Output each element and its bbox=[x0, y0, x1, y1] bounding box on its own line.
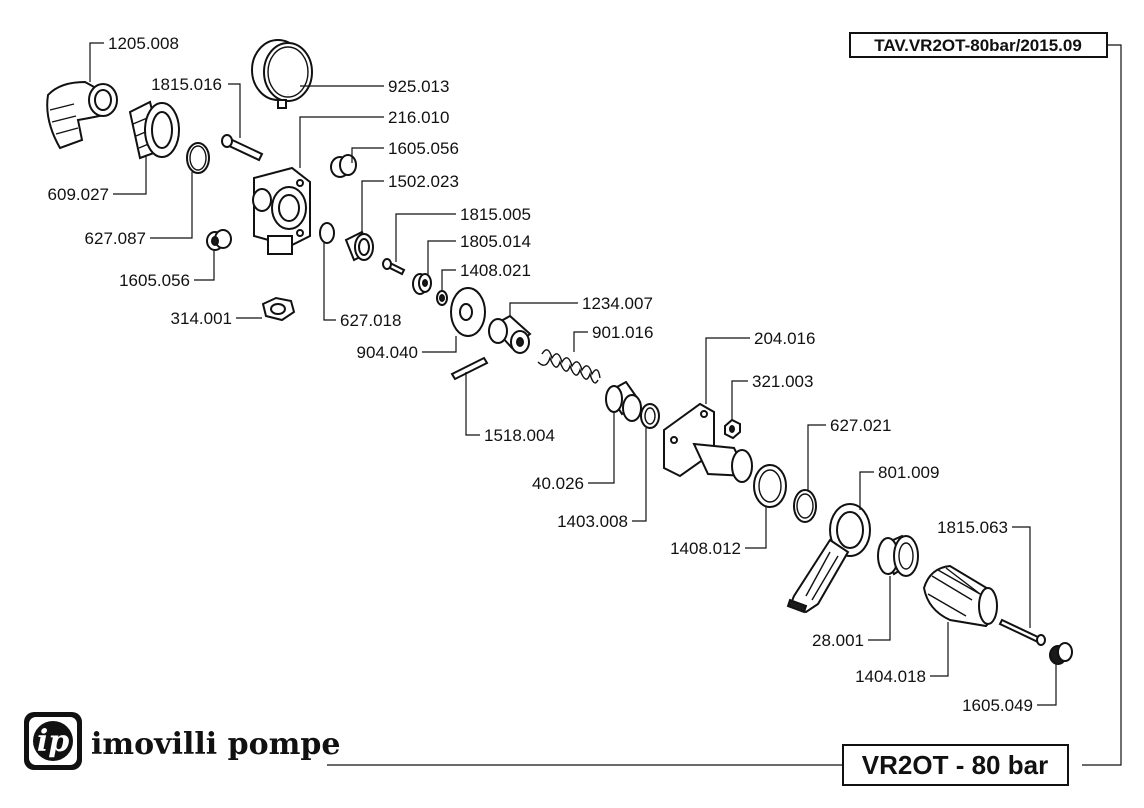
part-hex-nut bbox=[261, 296, 296, 322]
part-label: 627.087 bbox=[85, 229, 146, 248]
part-label: 925.013 bbox=[388, 77, 449, 96]
part-label: 627.021 bbox=[830, 416, 891, 435]
part-piston-1234007 bbox=[488, 314, 532, 354]
part-screw-1815063 bbox=[998, 618, 1046, 646]
part-plug-1605056-top bbox=[330, 154, 357, 178]
part-label: 904.040 bbox=[357, 343, 418, 362]
drawing-code-box: TAV.VR2OT-80bar/2015.09 bbox=[849, 32, 1108, 58]
part-label: 40.026 bbox=[532, 474, 584, 493]
part-label: 1408.021 bbox=[460, 261, 531, 280]
part-label: 901.016 bbox=[592, 323, 653, 342]
brand-name: imovilli pompe bbox=[91, 727, 340, 762]
part-oring-627087 bbox=[186, 142, 210, 174]
part-pin-1815016 bbox=[221, 134, 264, 162]
part-label: 1404.018 bbox=[855, 667, 926, 686]
part-threaded-nut bbox=[128, 100, 180, 160]
model-title-box: VR2OT - 80 bar bbox=[842, 744, 1069, 786]
part-label: 1502.023 bbox=[388, 172, 459, 191]
part-knob-1404018 bbox=[922, 564, 998, 628]
part-label: 801.009 bbox=[878, 463, 939, 482]
part-labels: 1205.008 1815.016 925.013 216.010 1605.0… bbox=[48, 34, 1033, 715]
part-label: 1234.007 bbox=[582, 294, 653, 313]
part-label: 1205.008 bbox=[108, 34, 179, 53]
part-label: 321.003 bbox=[752, 372, 813, 391]
part-label: 1605.049 bbox=[962, 696, 1033, 715]
part-label: 1805.014 bbox=[460, 232, 531, 251]
part-pressure-gauge bbox=[251, 39, 313, 109]
part-flange-204016 bbox=[663, 402, 753, 483]
part-ring-28001 bbox=[877, 534, 919, 577]
part-label: 627.018 bbox=[340, 311, 401, 330]
drawing-code: TAV.VR2OT-80bar/2015.09 bbox=[874, 36, 1082, 55]
part-label: 609.027 bbox=[48, 185, 109, 204]
part-screw-1815005 bbox=[382, 258, 406, 276]
part-label: 1605.056 bbox=[388, 139, 459, 158]
part-bushing-40026 bbox=[605, 380, 642, 422]
part-washer-1408021 bbox=[436, 290, 448, 306]
part-label: 1518.004 bbox=[484, 426, 555, 445]
part-label: 1605.056 bbox=[119, 271, 190, 290]
part-oring-627018 bbox=[319, 222, 335, 244]
part-seal-1805014 bbox=[412, 273, 432, 295]
model-title: VR2OT - 80 bar bbox=[862, 750, 1048, 780]
part-label: 314.001 bbox=[171, 309, 232, 328]
brand-logo: ip bbox=[24, 712, 82, 770]
part-plug-1605056-bottom bbox=[206, 229, 232, 251]
part-label: 216.010 bbox=[388, 108, 449, 127]
part-label: 204.016 bbox=[754, 329, 815, 348]
part-elbow-fitting bbox=[46, 80, 118, 150]
part-pin-1518004 bbox=[450, 356, 489, 381]
part-washer-1408012 bbox=[753, 464, 787, 508]
part-sleeve-1502023 bbox=[344, 230, 374, 262]
part-washer-1403008 bbox=[640, 403, 660, 429]
part-label: 1815.016 bbox=[151, 75, 222, 94]
part-disc-904040 bbox=[450, 287, 486, 337]
part-nut-321003 bbox=[724, 418, 741, 440]
part-label: 28.001 bbox=[812, 631, 864, 650]
part-label: 1408.012 bbox=[670, 539, 741, 558]
frame-line-right bbox=[1082, 44, 1122, 766]
leader-lines bbox=[89, 42, 1057, 706]
part-label: 1815.063 bbox=[937, 518, 1008, 537]
part-spring-901016 bbox=[537, 349, 601, 384]
part-lever-801009 bbox=[786, 503, 871, 614]
part-valve-body bbox=[252, 166, 311, 255]
part-label: 1403.008 bbox=[557, 512, 628, 531]
brand-logo-letters: ip bbox=[37, 724, 69, 759]
part-cap-1605049 bbox=[1049, 642, 1073, 665]
part-oring-627021 bbox=[793, 489, 817, 523]
part-label: 1815.005 bbox=[460, 205, 531, 224]
